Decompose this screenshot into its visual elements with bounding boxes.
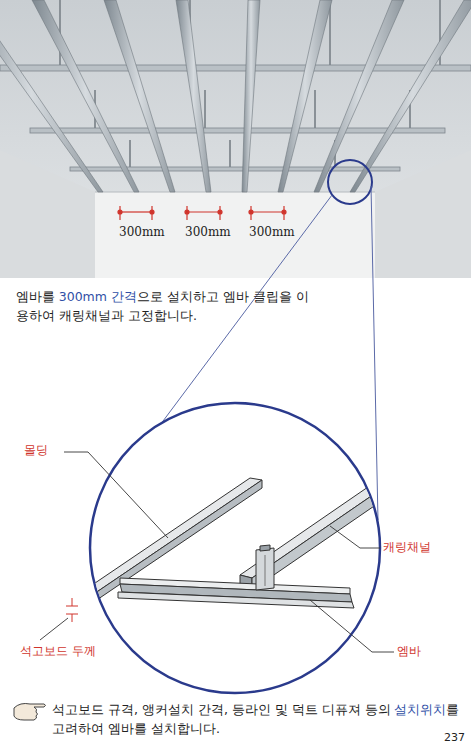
note-paragraph: 석고보드 규격, 앵커설치 간격, 등라인 및 덕트 디퓨져 등의설치위치를 고… xyxy=(52,700,462,739)
page-number: 237 xyxy=(444,731,465,744)
part-label: 엠바 xyxy=(397,644,421,658)
emphasis-text: 설치위치 xyxy=(394,702,446,717)
note-paragraph: 엠바를300mm 간격으로 설치하고 엠바 클립을 이용하여 캐링채널과 고정합… xyxy=(16,287,316,326)
dimension-label: 300mm xyxy=(184,225,232,239)
part-label: 몰딩 xyxy=(24,443,48,457)
part-label: 캐링채널 xyxy=(383,540,431,554)
dimension-label: 300mm xyxy=(118,225,166,239)
part-label: 석고보드 두께 xyxy=(20,644,96,658)
note-text: 석고보드 규격, 앵커설치 간격, 등라인 및 덕트 디퓨져 등의 xyxy=(52,702,391,717)
note-text: 엠바를 xyxy=(16,289,55,304)
dimension-label: 300mm xyxy=(248,225,296,239)
pointing-hand-icon xyxy=(14,704,46,721)
emphasis-text: 300mm 간격 xyxy=(59,289,137,304)
